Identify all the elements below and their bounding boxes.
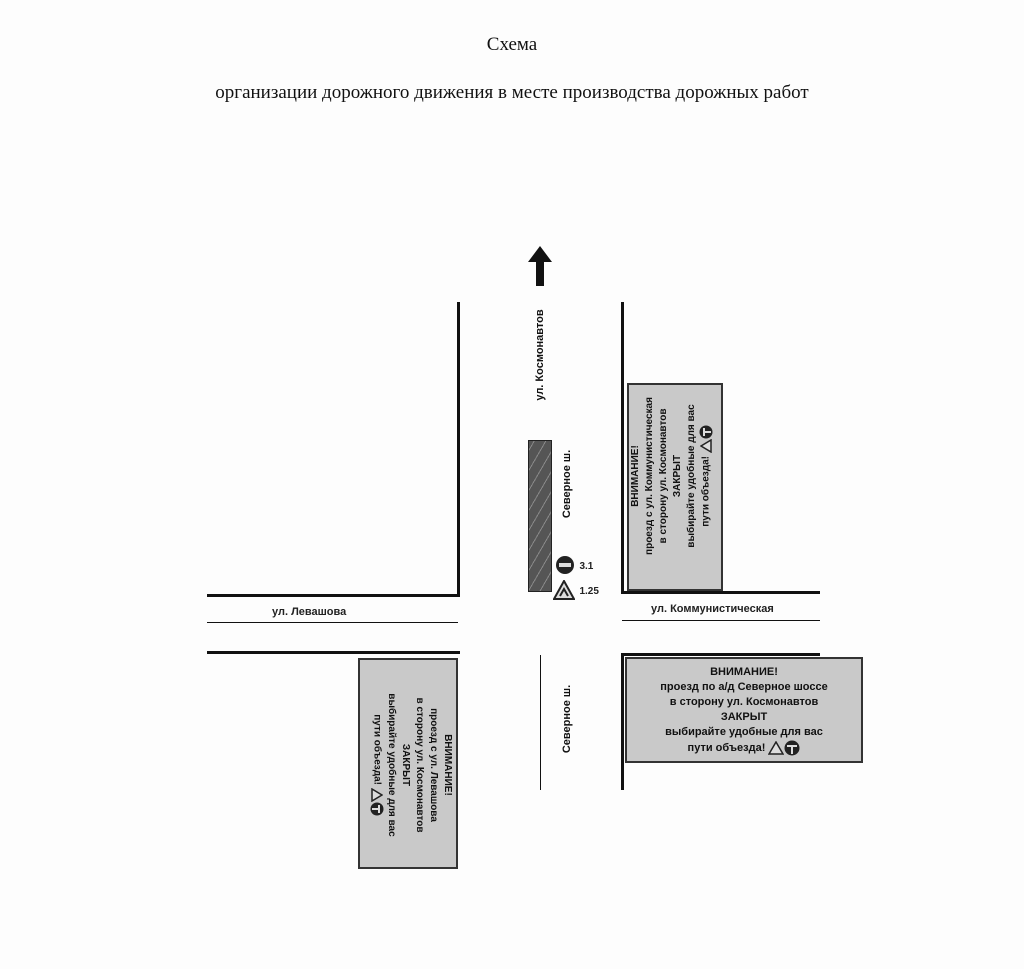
board-line: выбирайте удобные для вас bbox=[686, 404, 697, 548]
road-works-sign-icon bbox=[553, 580, 575, 600]
board-line: проезд с ул. Левашова bbox=[428, 708, 439, 822]
board-line: ЗАКРЫТ bbox=[720, 711, 768, 723]
board-line: выбирайте удобные для вас bbox=[665, 726, 823, 738]
road-edge bbox=[621, 302, 624, 594]
road-edge bbox=[207, 651, 460, 654]
board-line: проезд по а/д Северное шоссе bbox=[660, 681, 828, 693]
street-label-severnoe-upper: Северное ш. bbox=[561, 449, 573, 519]
warning-board-severnoe: ВНИМАНИЕ! проезд по а/д Северное шоссе в… bbox=[625, 657, 863, 763]
board-line: в сторону ул. Космонавтов bbox=[658, 408, 669, 544]
warning-board-levashova: ВНИМАНИЕ! проезд с ул. Левашова в сторон… bbox=[358, 658, 458, 869]
board-line: в сторону ул. Космонавтов bbox=[669, 696, 819, 708]
sign-code: 1.25 bbox=[579, 586, 599, 598]
work-zone bbox=[528, 440, 552, 592]
street-label-levashova: ул. Левашова bbox=[272, 606, 347, 618]
board-line: ЗАКРЫТ bbox=[672, 454, 683, 498]
board-line: пути объезда! bbox=[371, 714, 383, 785]
sign-no-entry: 3.1 bbox=[555, 555, 593, 575]
no-through-road-sign-icon bbox=[784, 740, 800, 756]
board-line: выбирайте удобные для вас bbox=[386, 693, 397, 837]
street-label-severnoe-lower: Северное ш. bbox=[561, 684, 573, 754]
no-through-road-sign-icon bbox=[699, 425, 713, 439]
board-line: пути объезда! bbox=[687, 741, 766, 754]
road-edge bbox=[621, 591, 820, 594]
road-edge bbox=[457, 302, 460, 597]
board-heading: ВНИМАНИЕ! bbox=[630, 445, 641, 507]
board-line: проезд с ул. Коммунистическая bbox=[644, 397, 655, 555]
warning-board-kommunisticheskaya: ВНИМАНИЕ! проезд с ул. Коммунистическая … bbox=[627, 383, 723, 591]
board-line: пути объезда! bbox=[700, 456, 712, 527]
sign-code: 3.1 bbox=[579, 561, 594, 573]
no-through-road-sign-icon bbox=[370, 802, 384, 816]
road-edge bbox=[621, 653, 624, 790]
board-line: ЗАКРЫТ bbox=[400, 743, 411, 787]
scheme-title: Схема bbox=[486, 34, 538, 55]
road-works-sign-icon bbox=[371, 787, 383, 802]
street-label-kosmonavtov: ул. Космонавтов bbox=[534, 309, 546, 401]
road-centerline bbox=[207, 622, 458, 623]
sign-road-works: 1.25 bbox=[553, 580, 599, 600]
direction-arrow-icon bbox=[528, 246, 552, 286]
road-works-sign-icon bbox=[700, 439, 712, 454]
road-edge bbox=[621, 653, 820, 656]
board-line: в сторону ул. Космонавтов bbox=[414, 697, 425, 833]
street-label-kommunisticheskaya: ул. Коммунистическая bbox=[651, 603, 774, 615]
road-centerline bbox=[540, 655, 541, 790]
board-heading: ВНИМАНИЕ! bbox=[442, 734, 453, 796]
board-heading: ВНИМАНИЕ! bbox=[710, 666, 778, 678]
road-works-sign-icon bbox=[768, 741, 785, 755]
no-entry-sign-icon bbox=[556, 556, 574, 574]
road-centerline bbox=[622, 620, 820, 621]
road-edge bbox=[207, 594, 460, 597]
scheme-subtitle: организации дорожного движения в месте п… bbox=[215, 82, 809, 103]
